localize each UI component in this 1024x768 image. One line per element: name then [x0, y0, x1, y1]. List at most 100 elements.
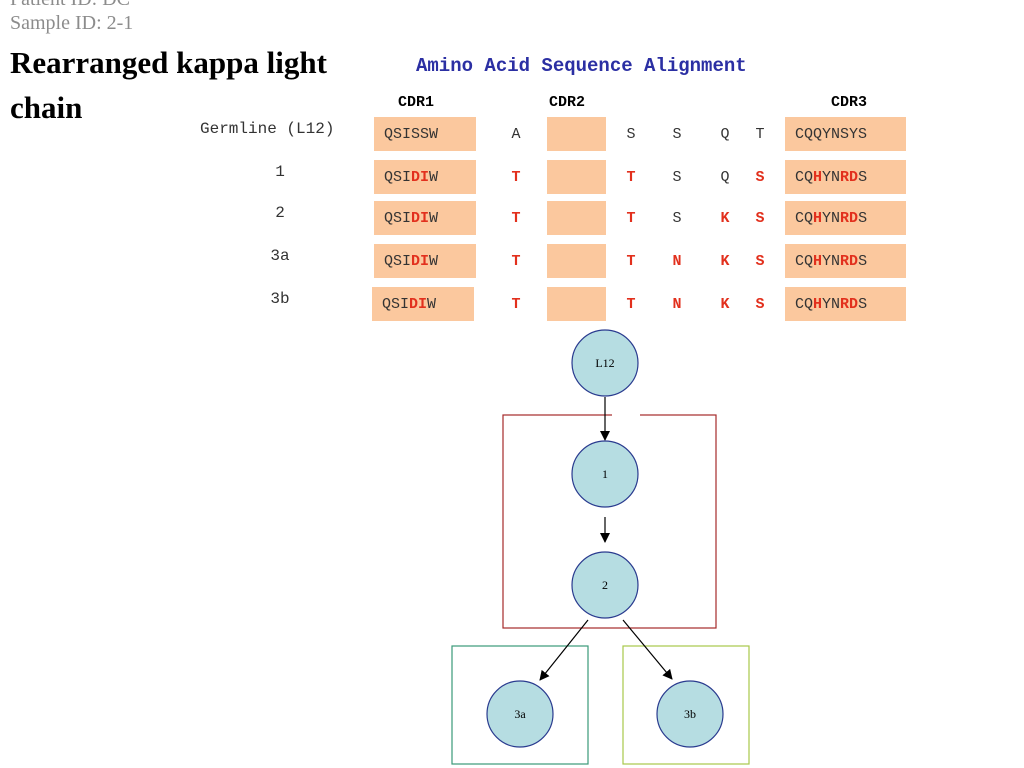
residue: S — [755, 253, 765, 270]
residue: K — [720, 296, 730, 313]
residue: S — [755, 169, 765, 186]
cdr2-box — [547, 287, 606, 321]
residue: S — [626, 126, 636, 143]
sequence-segment: QSI — [384, 252, 412, 270]
node-3b-label: 3b — [684, 707, 696, 721]
residue: N — [672, 253, 682, 270]
sequence-segment: QSI — [382, 295, 410, 313]
sequence-segment: CQ — [795, 209, 814, 227]
sample-id-text: Sample ID: 2-1 — [10, 12, 134, 34]
residue: S — [672, 169, 682, 186]
sequence-segment: QSI — [384, 209, 412, 227]
sequence-segment: CQ — [795, 168, 814, 186]
sequence-segment: YN — [822, 295, 841, 313]
row-label: 3a — [270, 247, 290, 265]
residue: T — [626, 296, 636, 313]
sequence-segment: YN — [822, 168, 841, 186]
sequence-segment: CQQYNSYS — [795, 125, 868, 143]
cdr2-header: CDR2 — [549, 94, 586, 111]
framework-residue: T — [511, 296, 521, 313]
group-box-1-2 — [502, 414, 717, 629]
sequence-segment: H — [813, 168, 823, 186]
group-box-3b — [622, 645, 750, 765]
node-1-label: 1 — [602, 467, 608, 481]
cdr2-box — [547, 244, 606, 278]
node-2: 2 — [571, 551, 639, 619]
group-box-3a — [451, 645, 589, 765]
cdr3-sequence: CQQYNSYS — [785, 117, 906, 151]
sequence-segment: H — [813, 252, 823, 270]
node-3b: 3b — [656, 680, 724, 748]
edge-2-3b — [622, 619, 673, 680]
residue: S — [672, 126, 682, 143]
node-l12-label: L12 — [595, 356, 614, 370]
page-title: Rearranged kappa light chain — [10, 45, 327, 125]
residue: T — [626, 210, 636, 227]
sequence-segment: W — [429, 168, 439, 186]
residue: K — [720, 253, 730, 270]
sequence-segment: W — [429, 252, 439, 270]
residue: S — [755, 210, 765, 227]
residue: N — [672, 296, 682, 313]
sequence-segment: H — [813, 295, 823, 313]
edge-2-3a — [539, 619, 589, 681]
sequence-segment: DI — [411, 209, 430, 227]
cdr2-box — [547, 160, 606, 194]
sequence-segment: RD — [840, 168, 859, 186]
sequence-segment: RD — [840, 252, 859, 270]
row-label: 3b — [270, 290, 290, 308]
sequence-segment: S — [858, 252, 868, 270]
residue: S — [672, 210, 682, 227]
sequence-segment: H — [813, 209, 823, 227]
sequence-segment: S — [858, 209, 868, 227]
sequence-segment: QSI — [384, 168, 412, 186]
cdr2-box — [547, 117, 606, 151]
box-gap — [612, 412, 640, 418]
residue: K — [720, 210, 730, 227]
sequence-segment: YN — [822, 209, 841, 227]
row-label: 2 — [275, 204, 285, 222]
framework-residue: T — [511, 169, 521, 186]
node-2-label: 2 — [602, 578, 608, 592]
residue: T — [626, 253, 636, 270]
residue: Q — [720, 126, 730, 143]
node-3a: 3a — [486, 680, 554, 748]
sequence-segment: CQ — [795, 295, 814, 313]
sequence-segment: CQ — [795, 252, 814, 270]
residue: T — [755, 126, 765, 143]
cdr2-box — [547, 201, 606, 235]
sequence-segment: W — [429, 209, 439, 227]
cdr1-sequence: QSISSW — [374, 117, 476, 151]
sequence-segment: W — [427, 295, 437, 313]
node-1: 1 — [571, 440, 639, 508]
cdr1-header: CDR1 — [398, 94, 435, 111]
framework-residue: A — [511, 126, 521, 143]
sequence-segment: YN — [822, 252, 841, 270]
row-label: 1 — [275, 163, 285, 181]
residue: T — [626, 169, 636, 186]
sequence-segment: QSISSW — [384, 125, 439, 143]
sequence-segment: DI — [409, 295, 428, 313]
node-3a-label: 3a — [514, 707, 526, 721]
framework-residue: T — [511, 210, 521, 227]
row-label: Germline (L12) — [200, 120, 335, 138]
sequence-segment: S — [858, 168, 868, 186]
sequence-segment: S — [858, 295, 868, 313]
residue: S — [755, 296, 765, 313]
node-l12: L12 — [571, 329, 639, 397]
sequence-segment: RD — [840, 209, 859, 227]
sequence-segment: RD — [840, 295, 859, 313]
alignment-title: Amino Acid Sequence Alignment — [416, 55, 747, 77]
sequence-segment: DI — [411, 168, 430, 186]
cdr3-header: CDR3 — [831, 94, 868, 111]
sequence-segment: DI — [411, 252, 430, 270]
residue: Q — [720, 169, 730, 186]
framework-residue: T — [511, 253, 521, 270]
